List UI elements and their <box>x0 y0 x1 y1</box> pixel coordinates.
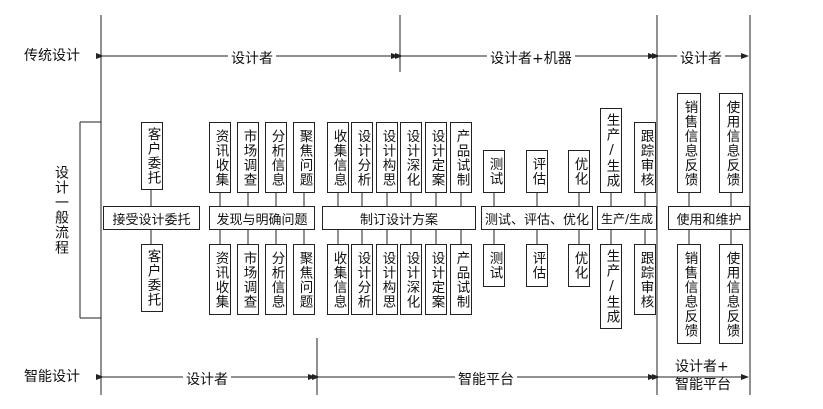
task-design-concept-bottom: 设计构思 <box>376 244 398 315</box>
task-evaluate-top: 评估 <box>526 150 548 193</box>
traditional-designer-end-label: 设计者 <box>677 48 725 68</box>
task-track-audit-bottom: 跟踪审核 <box>634 244 656 315</box>
task-design-deepen-top: 设计深化 <box>400 122 422 193</box>
task-prototype-bottom: 产品试制 <box>450 244 472 315</box>
task-track-audit-top: 跟踪审核 <box>634 122 656 193</box>
stage-test-evaluate-optimize: 测试、评估、优化 <box>481 206 593 230</box>
task-info-collect-top: 资讯收集 <box>209 122 231 193</box>
task-focus-problem-top: 聚焦问题 <box>293 122 315 193</box>
task-produce-bottom: 生产/生成 <box>600 244 622 329</box>
task-design-analysis-bottom: 设计分析 <box>351 244 373 315</box>
task-evaluate-bottom: 评估 <box>526 244 548 287</box>
stage-use-maintain: 使用和维护 <box>668 206 750 230</box>
designer-platform-label-1: 设计者+ <box>673 359 731 375</box>
task-sales-feedback-bottom: 销售信息反馈 <box>677 244 701 344</box>
task-design-concept-top: 设计构思 <box>376 122 398 193</box>
traditional-designer-label: 设计者 <box>228 48 276 68</box>
intelligent-design-label: 智能设计 <box>24 369 80 385</box>
task-sales-feedback-top: 销售信息反馈 <box>677 93 701 193</box>
task-prototype-top: 产品试制 <box>450 122 472 193</box>
designer-platform-label-2: 智能平台 <box>673 377 733 393</box>
task-client-commission-bottom: 客户委托 <box>141 244 163 312</box>
stage-design-plan: 制订设计方案 <box>322 206 476 230</box>
task-test-top: 测试 <box>483 150 505 193</box>
task-info-collect-bottom: 资讯收集 <box>209 244 231 315</box>
traditional-design-label: 传统设计 <box>24 48 80 64</box>
task-optimize-bottom: 优化 <box>568 244 590 287</box>
task-design-finalize-bottom: 设计定案 <box>425 244 447 315</box>
stage-produce: 生产/生成 <box>597 206 657 230</box>
task-use-feedback-top: 使用信息反馈 <box>719 93 743 193</box>
task-test-bottom: 测试 <box>483 244 505 287</box>
intelligent-platform-label: 智能平台 <box>455 369 517 389</box>
task-design-finalize-top: 设计定案 <box>425 122 447 193</box>
task-collect-info-top: 收集信息 <box>327 122 349 193</box>
task-market-research-top: 市场调查 <box>237 122 259 193</box>
intelligent-designer-label: 设计者 <box>183 369 231 389</box>
stage-accept-commission: 接受设计委托 <box>103 206 200 230</box>
task-design-deepen-bottom: 设计深化 <box>400 244 422 315</box>
stage-discover-problem: 发现与明确问题 <box>209 206 315 230</box>
task-client-commission-top: 客户委托 <box>141 122 163 190</box>
task-design-analysis-top: 设计分析 <box>351 122 373 193</box>
general-process-label: 设计一般流程 <box>53 165 69 255</box>
task-collect-info-bottom: 收集信息 <box>327 244 349 315</box>
task-analyze-info-top: 分析信息 <box>265 122 287 193</box>
task-analyze-info-bottom: 分析信息 <box>265 244 287 315</box>
task-market-research-bottom: 市场调查 <box>237 244 259 315</box>
task-produce-top: 生产/生成 <box>600 108 622 193</box>
task-optimize-top: 优化 <box>568 150 590 193</box>
task-use-feedback-bottom: 使用信息反馈 <box>719 244 743 344</box>
traditional-designer-machine-label: 设计者+机器 <box>487 48 575 68</box>
task-focus-problem-bottom: 聚焦问题 <box>293 244 315 315</box>
